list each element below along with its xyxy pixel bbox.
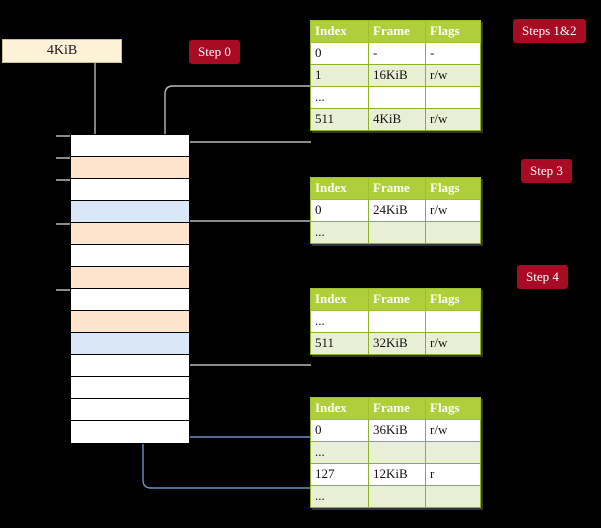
badge-steps-1-2: Steps 1&2 bbox=[513, 19, 586, 43]
table-header-flags: Flags bbox=[425, 20, 481, 43]
memory-frame-row bbox=[71, 223, 189, 245]
table-cell: 0 bbox=[310, 199, 369, 222]
memory-frame-row bbox=[71, 399, 189, 421]
memory-frame-row bbox=[71, 289, 189, 311]
table-cell: 127 bbox=[310, 463, 369, 486]
table-cell bbox=[425, 485, 481, 508]
table-header-index: Index bbox=[310, 20, 369, 43]
memory-frame-row bbox=[71, 135, 189, 157]
table-header-frame: Frame bbox=[368, 288, 426, 311]
table-cell: r/w bbox=[425, 108, 481, 131]
table-cell: 36KiB bbox=[368, 419, 426, 442]
table-cell: ... bbox=[310, 310, 369, 333]
table-cell: 4KiB bbox=[368, 108, 426, 131]
table-cell: r/w bbox=[425, 332, 481, 355]
table-row: ... bbox=[310, 221, 481, 244]
memory-tick-4 bbox=[56, 289, 70, 291]
table-cell bbox=[425, 441, 481, 464]
memory-frame-row bbox=[71, 355, 189, 377]
wire-table2-row0 bbox=[176, 220, 311, 268]
table-cell: ... bbox=[310, 86, 369, 109]
wire-table1-row511 bbox=[179, 141, 311, 158]
memory-frame-row bbox=[71, 311, 189, 333]
table-cell: - bbox=[425, 42, 481, 65]
memory-frame-row bbox=[71, 333, 189, 355]
table-header-index: Index bbox=[310, 177, 369, 200]
memory-frame-row bbox=[71, 267, 189, 289]
table-header-frame: Frame bbox=[368, 397, 426, 420]
table-cell: 24KiB bbox=[368, 199, 426, 222]
memory-tick-1 bbox=[56, 157, 70, 159]
table-row: ... bbox=[310, 485, 481, 508]
table-row: ... bbox=[310, 441, 481, 464]
table-cell: r/w bbox=[425, 419, 481, 442]
table-row: ... bbox=[310, 310, 481, 333]
table-cell: r/w bbox=[425, 64, 481, 87]
table-cell: 1 bbox=[310, 64, 369, 87]
table-cell: 511 bbox=[310, 332, 369, 355]
table-cell bbox=[368, 485, 426, 508]
memory-frame-row bbox=[71, 245, 189, 267]
table-header-index: Index bbox=[310, 397, 369, 420]
table-cell bbox=[368, 441, 426, 464]
table-header-frame: Frame bbox=[368, 177, 426, 200]
table-cell: r/w bbox=[425, 199, 481, 222]
table-header-flags: Flags bbox=[425, 177, 481, 200]
memory-frame-row bbox=[71, 201, 189, 223]
table-cell bbox=[425, 310, 481, 333]
table-cell: ... bbox=[310, 221, 369, 244]
memory-frame-row bbox=[71, 377, 189, 399]
table-cell: 12KiB bbox=[368, 463, 426, 486]
table-cell: 511 bbox=[310, 108, 369, 131]
memory-frame-row bbox=[71, 179, 189, 201]
table-cell bbox=[425, 221, 481, 244]
wire-table3-row511 bbox=[168, 312, 311, 366]
table-cell: 0 bbox=[310, 419, 369, 442]
source-block-4kib: 4KiB bbox=[2, 39, 122, 63]
memory-frame-row bbox=[71, 421, 189, 443]
table-cell bbox=[368, 310, 426, 333]
table-cell: ... bbox=[310, 485, 369, 508]
table-cell: r bbox=[425, 463, 481, 486]
memory-tick-3 bbox=[56, 223, 70, 225]
table-cell bbox=[368, 86, 426, 109]
badge-step-0: Step 0 bbox=[189, 40, 240, 64]
table-cell: 16KiB bbox=[368, 64, 426, 87]
table-cell: 32KiB bbox=[368, 332, 426, 355]
memory-tick-2 bbox=[56, 179, 70, 181]
table-cell: ... bbox=[310, 441, 369, 464]
table-row: 0-- bbox=[310, 42, 481, 65]
physical-memory-column bbox=[70, 134, 190, 444]
badge-step-3: Step 3 bbox=[521, 159, 572, 183]
table-header-index: Index bbox=[310, 288, 369, 311]
table-cell bbox=[368, 221, 426, 244]
table-header-flags: Flags bbox=[425, 397, 481, 420]
table-cell bbox=[425, 86, 481, 109]
table-header-flags: Flags bbox=[425, 288, 481, 311]
memory-frame-row bbox=[71, 157, 189, 179]
table-cell: - bbox=[368, 42, 426, 65]
table-header-frame: Frame bbox=[368, 20, 426, 43]
table-cell: 0 bbox=[310, 42, 369, 65]
table-row: ... bbox=[310, 86, 481, 109]
memory-tick-0 bbox=[56, 135, 70, 137]
badge-step-4: Step 4 bbox=[517, 265, 568, 289]
